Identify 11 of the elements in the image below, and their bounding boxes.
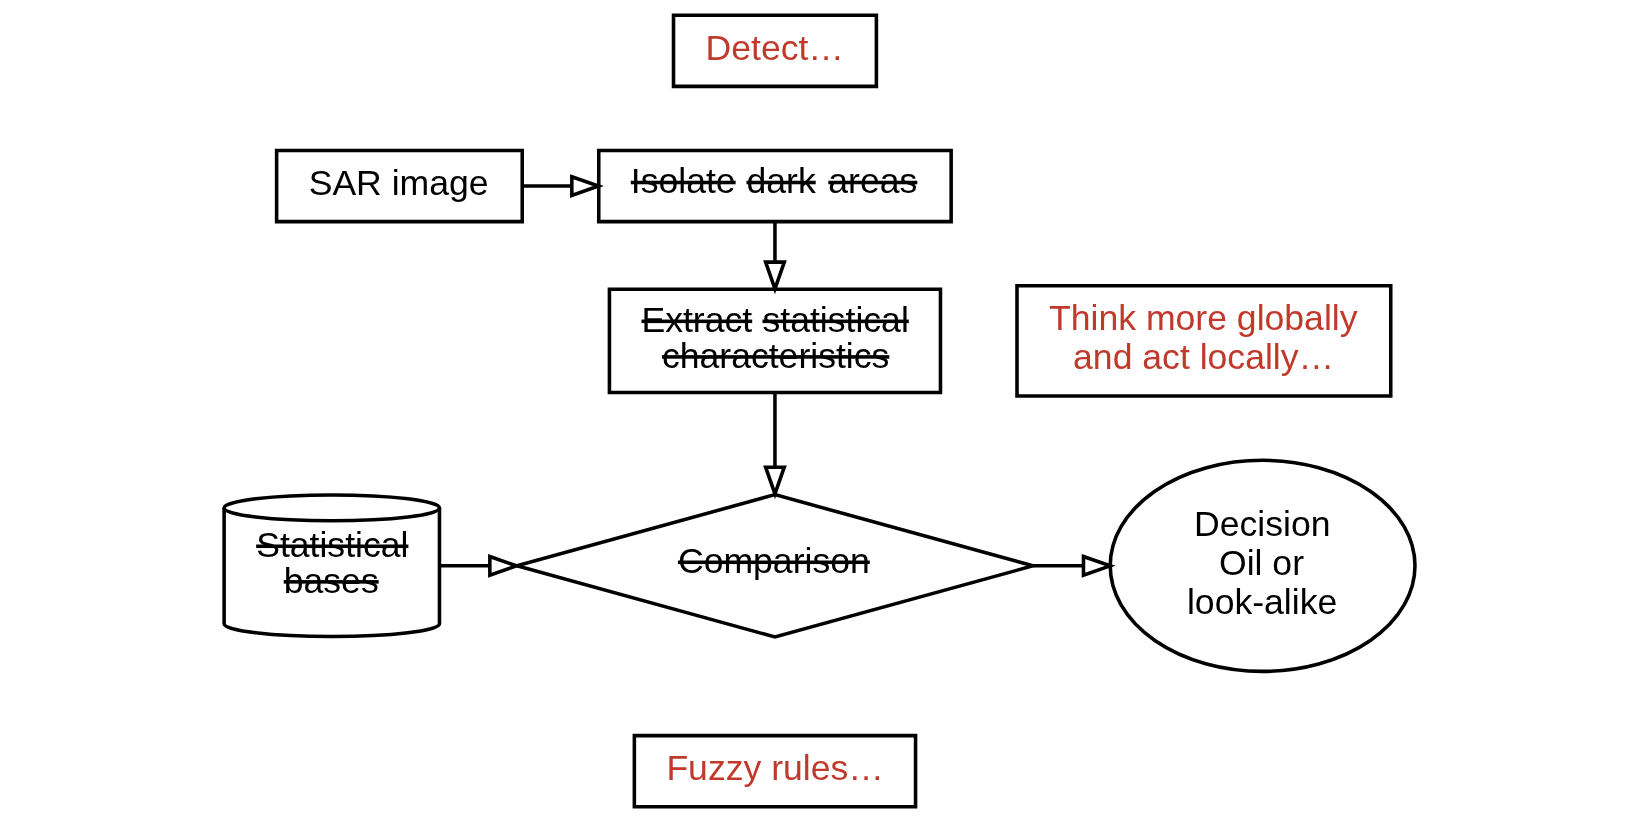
node-box: Fuzzy rules… — [632, 733, 917, 809]
node-ellipse: Decision Oil or look-alike — [1107, 458, 1417, 674]
node-box: SAR image — [274, 148, 524, 224]
node-box: Extract statistical characteristics — [607, 287, 942, 395]
arrow — [522, 174, 604, 198]
arrow — [762, 222, 787, 295]
node-box: Think more globally and act locally… — [1014, 283, 1393, 398]
arrow — [1032, 554, 1116, 578]
arrow — [762, 392, 787, 500]
node-box: Detect… — [671, 13, 878, 89]
node-box: Isolate dark areas — [596, 148, 953, 224]
